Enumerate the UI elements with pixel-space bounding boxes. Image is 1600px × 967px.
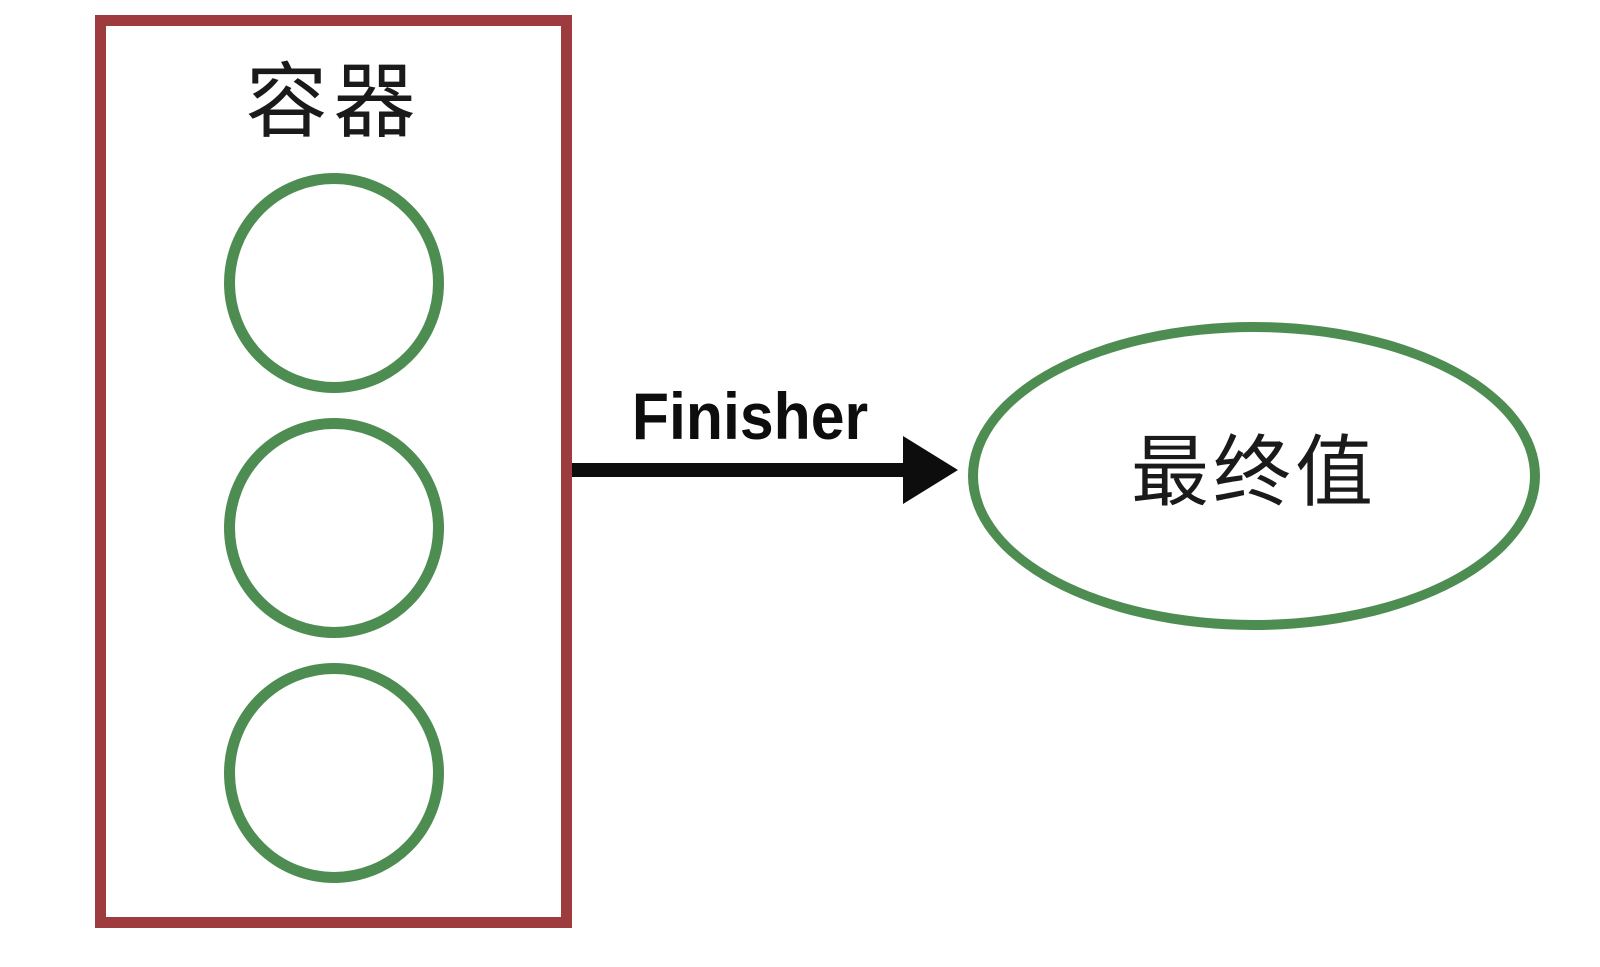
container-box: 容器 <box>95 15 572 928</box>
container-label: 容器 <box>245 57 422 148</box>
finisher-arrow-label: Finisher <box>631 379 869 453</box>
result-label: 最终值 <box>1130 429 1377 516</box>
container-element-circle <box>223 173 444 393</box>
result-ellipse: 最终值 <box>968 322 1540 630</box>
finisher-arrow-icon <box>572 436 958 504</box>
container-circles <box>106 173 561 883</box>
container-element-circle <box>223 663 444 883</box>
arrow-head <box>903 436 958 504</box>
container-element-circle <box>223 418 444 638</box>
